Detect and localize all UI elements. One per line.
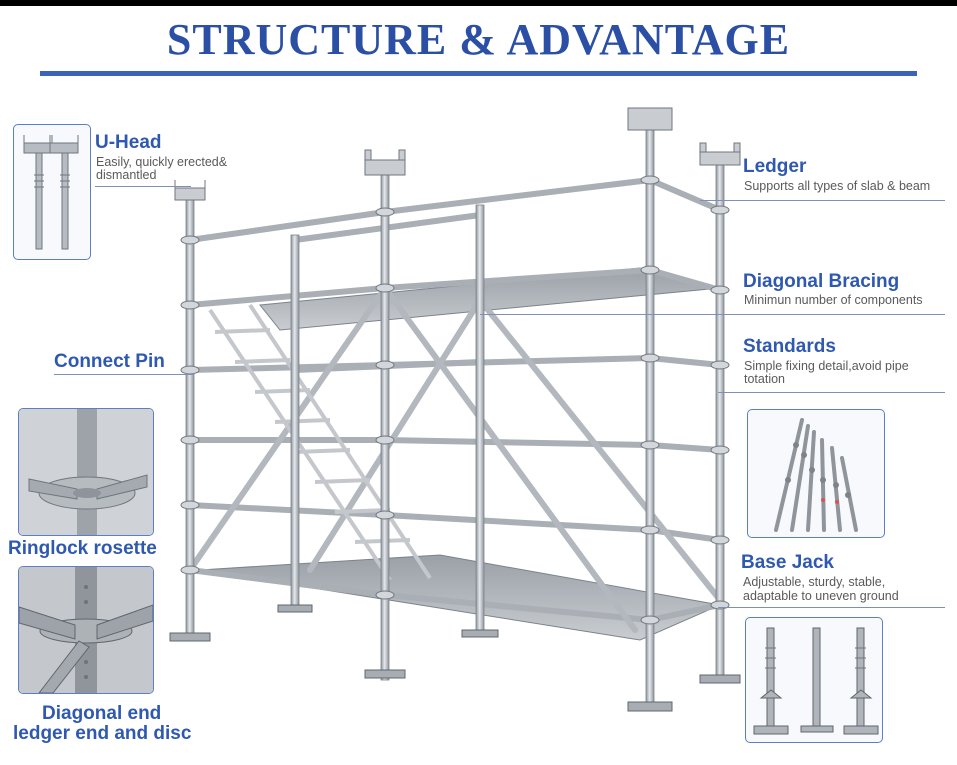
diagonal-end-label-line1: Diagonal end (42, 703, 162, 724)
scaffold-standards (185, 129, 725, 706)
ledger-label: Ledger (743, 156, 807, 177)
base-jack-label: Base Jack (741, 552, 834, 573)
scaffold-stair (208, 303, 432, 582)
diagonal-bracing-leader (480, 314, 945, 315)
title-underline (40, 71, 917, 76)
scaffold-base-plates (169, 604, 741, 712)
base-jack-desc-line1: Adjustable, sturdy, stable, (743, 575, 886, 589)
standards-photo-icon (774, 418, 858, 532)
page-title: STRUCTURE & ADVANTAGE (166, 15, 791, 64)
ledger-leader (700, 200, 945, 201)
base-jack-photo-box (745, 617, 883, 743)
diagonal-end-photo-icon (19, 567, 153, 693)
diagonal-end-label-line2: ledger end and disc (13, 723, 192, 744)
connect-pin-label: Connect Pin (54, 351, 165, 372)
scaffold-ledgers (187, 177, 723, 623)
ledger-desc: Supports all types of slab & beam (744, 179, 931, 193)
connect-pin-leader (54, 374, 194, 375)
diagonal-end-photo-box (18, 566, 154, 694)
u-head-desc-line1: Easily, quickly erected& (96, 155, 228, 169)
scaffold-illustration (169, 107, 741, 712)
standards-desc-line1: Simple fixing detail,avoid pipe (744, 359, 909, 373)
u-head-photo-box (13, 124, 91, 260)
base-jack-leader (718, 607, 945, 608)
ringlock-rosette-photo-icon (19, 409, 153, 535)
standards-label: Standards (743, 336, 836, 357)
u-head-label: U-Head (95, 132, 162, 153)
scaffold-u-heads (174, 107, 741, 201)
ringlock-rosette-label: Ringlock rosette (8, 538, 157, 559)
base-jack-desc-line2: adaptable to uneven ground (743, 589, 899, 603)
u-head-leader (95, 186, 191, 187)
standards-photo-box (747, 409, 885, 538)
diagonal-bracing-desc: Minimun number of components (744, 293, 923, 307)
base-jack-photo-icon (753, 627, 879, 735)
top-black-bar (0, 0, 957, 6)
u-head-photo-icon (23, 135, 79, 250)
u-head-desc-line2: dismantled (96, 168, 157, 182)
standards-leader (718, 392, 945, 393)
standards-desc-line2: totation (744, 372, 786, 386)
diagonal-bracing-label: Diagonal Bracing (743, 271, 900, 292)
ringlock-rosette-photo-box (18, 408, 154, 536)
scaffold-rosettes (180, 175, 730, 625)
